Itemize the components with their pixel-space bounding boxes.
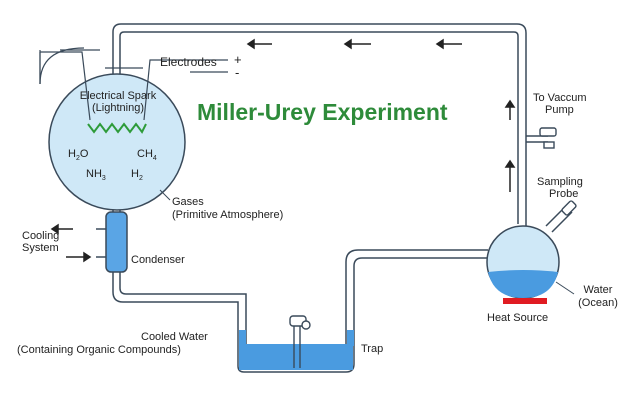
heat-source-bar: [503, 298, 547, 304]
heat-source-label: Heat Source: [487, 312, 549, 324]
sampling-label-line1: Sampling: [537, 176, 583, 188]
sampling-label-line2: Probe: [549, 188, 579, 200]
vacuum-label-line2: Pump: [545, 104, 574, 116]
electrode-minus: -: [235, 65, 240, 80]
vacuum-stopcock: [539, 127, 557, 149]
cooling-label-line1: Cooling: [22, 230, 60, 242]
spark-label-line1: Electrical Spark: [79, 90, 157, 102]
trap-water: [239, 344, 353, 370]
trap-label: Trap: [361, 343, 384, 355]
spark-zigzag: [87, 122, 147, 134]
trap-stopcock: [289, 315, 311, 368]
molecule-ammonia: NH3: [86, 168, 106, 183]
gases-label-line2: (Primitive Atmosphere): [172, 209, 284, 221]
molecule-hydrogen: H2: [131, 168, 143, 183]
condenser-label: Condenser: [131, 254, 185, 266]
flow-arrows: [50, 38, 516, 263]
water-label-line1: Water: [583, 284, 613, 296]
molecule-water: H2O: [68, 148, 89, 163]
probe-stopcock: [561, 200, 577, 216]
condenser-jacket: [105, 211, 128, 273]
electrode-plus: +: [234, 52, 242, 67]
molecule-methane: CH4: [137, 148, 157, 163]
diagram-title: Miller-Urey Experiment: [197, 99, 448, 125]
ocean-water: [488, 270, 558, 298]
water-label-line2: (Ocean): [578, 297, 618, 309]
electrodes-label: Electrodes: [160, 55, 217, 69]
spark-label-line2: (Lightning): [92, 102, 144, 114]
cooling-label-line2: System: [22, 242, 59, 254]
cooled-water-label-line2: (Containing Organic Compounds): [17, 344, 181, 356]
vacuum-label-line1: To Vaccum: [533, 92, 587, 104]
spark-flask: [48, 73, 186, 211]
cooled-water-label-line1: Cooled Water: [141, 331, 208, 343]
gases-label-line1: Gases: [172, 196, 204, 208]
tubing: [112, 23, 573, 373]
